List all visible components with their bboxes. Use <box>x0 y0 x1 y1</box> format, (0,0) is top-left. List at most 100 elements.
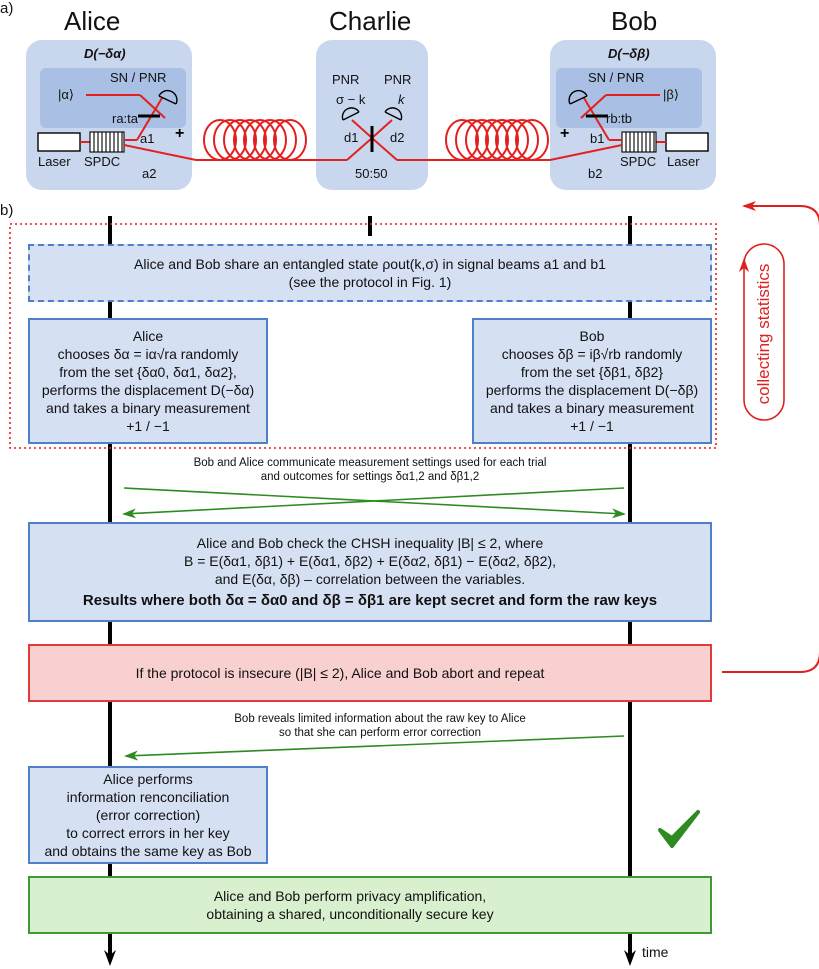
charlie-count-right: k <box>398 92 405 107</box>
alice-detector-label: SN / PNR <box>110 70 167 85</box>
alice-measure-box: Alice chooses δα = iα√ra randomly from t… <box>28 318 268 444</box>
correction-line-4: to correct errors in her key <box>66 825 230 841</box>
bob-measure-line-3: from the set {δβ1, δβ2} <box>520 364 664 380</box>
alice-measure-line-4: performs the displacement D(−δα) <box>41 382 255 398</box>
charlie-title: Charlie <box>329 6 412 36</box>
charlie-detector-right <box>384 107 403 121</box>
bob-beams <box>549 94 660 161</box>
reveal-line-1: Bob reveals limited information about th… <box>234 713 526 725</box>
fiber-loop <box>233 119 267 161</box>
chsh-line-4: Results where both δα = δα0 and δβ = δβ1… <box>82 592 658 609</box>
reveal-arrow-to-alice <box>124 735 625 761</box>
correction-line-1: Alice performs <box>103 771 193 787</box>
fiber-loop <box>465 119 499 161</box>
charlie-det-d1: d1 <box>344 130 359 145</box>
fiber-loop <box>263 119 297 161</box>
fiber-loop <box>505 119 539 161</box>
loop-capsule <box>743 243 785 421</box>
error-correction-box: Alice performs information renconciliati… <box>28 766 268 864</box>
communicate-line-1: Bob and Alice communicate measurement se… <box>193 457 547 469</box>
chsh-line-1: Alice and Bob check the CHSH inequality … <box>196 535 544 551</box>
alice-measure-line-2: chooses δα = iα√ra randomly <box>57 346 239 362</box>
privacy-amplification-box: Alice and Bob perform privacy amplificat… <box>28 876 712 934</box>
repeat-loop-arrow <box>722 201 819 673</box>
bob-mode-b1: b1 <box>590 131 605 146</box>
charlie-pnr-right: PNR <box>384 72 412 87</box>
collecting-statistics-label: collecting statistics <box>754 263 773 405</box>
fiber-loop <box>243 119 277 161</box>
alice-measure-line-3: from the set {δα0, δα1, δα2}, <box>59 364 237 380</box>
alice-laser-label: Laser <box>38 154 71 169</box>
privacy-line-1: Alice and Bob perform privacy amplificat… <box>213 888 487 904</box>
correction-line-2: information renconciliation <box>66 789 230 805</box>
fiber-loop <box>475 119 509 161</box>
bob-measure-line-4: performs the displacement D(−δβ) <box>485 382 699 398</box>
reveal-line-2: so that she can perform error correction <box>279 727 481 739</box>
alice-beams <box>86 94 197 161</box>
privacy-line-2: obtaining a shared, unconditionally secu… <box>206 906 494 922</box>
fiber-loop <box>203 119 237 161</box>
abort-box: If the protocol is insecure (|B| ≤ 2), A… <box>28 644 712 702</box>
fiber-loop <box>253 119 287 161</box>
bob-state: |β⟩ <box>663 87 679 102</box>
bob-mode-b2: b2 <box>588 166 603 181</box>
alice-measure-line-1: Alice <box>132 328 164 344</box>
bob-laser-label: Laser <box>667 154 700 169</box>
charlie-panel <box>316 40 428 190</box>
alice-spdc-crystal <box>89 131 125 153</box>
abort-text: If the protocol is insecure (|B| ≤ 2), A… <box>135 665 545 681</box>
communicate-note: Bob and Alice communicate measurement se… <box>120 456 620 484</box>
panel-a-tag: a) <box>0 0 14 17</box>
comm-arrow-to-bob <box>123 487 626 519</box>
alice-timeline-arrow <box>104 950 116 966</box>
setup-diagram: + + <box>26 40 716 190</box>
panel-b-tag: b) <box>0 202 14 219</box>
bob-plus-sign: + <box>560 125 569 142</box>
success-check-icon <box>658 810 700 848</box>
fiber-loop <box>455 119 489 161</box>
bob-spdc-label: SPDC <box>620 154 657 169</box>
communicate-line-2: and outcomes for settings δα1,2 and δβ1,… <box>260 471 480 483</box>
alice-inner-panel <box>40 68 186 128</box>
reveal-note: Bob reveals limited information about th… <box>170 712 590 740</box>
charlie-detector-left <box>341 107 360 121</box>
charlie-pnr-left: PNR <box>332 72 360 87</box>
bob-title: Bob <box>611 6 658 36</box>
alice-measure-line-6: +1 / −1 <box>126 418 170 434</box>
alice-title: Alice <box>64 6 121 36</box>
bob-spdc-crystal <box>621 131 657 153</box>
alice-mode-a2: a2 <box>142 166 157 181</box>
bob-measure-box: Bob chooses δβ = iβ√rb randomly from the… <box>472 318 712 444</box>
fiber-loop <box>213 119 247 161</box>
chsh-check-box: Alice and Bob check the CHSH inequality … <box>28 522 712 622</box>
fiber-loop <box>445 119 479 161</box>
bob-timeline-arrow <box>624 950 636 966</box>
bob-measure-line-2: chooses δβ = iβ√rb randomly <box>501 346 683 362</box>
fiber-coil-left <box>203 119 307 161</box>
time-label: time <box>642 944 669 960</box>
fiber-loop <box>515 119 549 161</box>
fiber-loop <box>485 119 519 161</box>
correction-line-3: (error correction) <box>95 807 201 823</box>
bob-detector-label: SN / PNR <box>588 70 645 85</box>
bob-measure-line-5: and takes a binary measurement <box>490 400 694 416</box>
bob-displacement: D(−δβ) <box>608 46 650 61</box>
alice-measure-line-5: and takes a binary measurement <box>46 400 250 416</box>
bob-detector <box>568 89 588 105</box>
bob-beamsplitter-label: rb:tb <box>606 111 633 126</box>
fiber-coil-right <box>445 119 549 161</box>
charlie-count-left: σ − k <box>336 92 366 107</box>
chsh-line-2: B = E(δα1, δβ1) + E(δα1, δβ2) + E(δα2, δ… <box>183 553 557 569</box>
fiber-loop <box>495 119 529 161</box>
share-line-2: (see the protocol in Fig. 1) <box>288 274 452 290</box>
fiber-loop <box>273 119 307 161</box>
alice-detector <box>158 89 178 105</box>
bob-measure-line-6: +1 / −1 <box>570 418 614 434</box>
share-line-1: Alice and Bob share an entangled state ρ… <box>134 256 606 272</box>
alice-state: |α⟩ <box>58 87 74 102</box>
alice-beamsplitter-label: ra:ta <box>112 111 139 126</box>
charlie-splitter-label: 50:50 <box>355 166 388 181</box>
chsh-line-3: and E(δα, δβ) – correlation between the … <box>214 571 526 587</box>
alice-displacement: D(−δα) <box>84 46 126 61</box>
alice-mode-a1: a1 <box>140 131 155 146</box>
